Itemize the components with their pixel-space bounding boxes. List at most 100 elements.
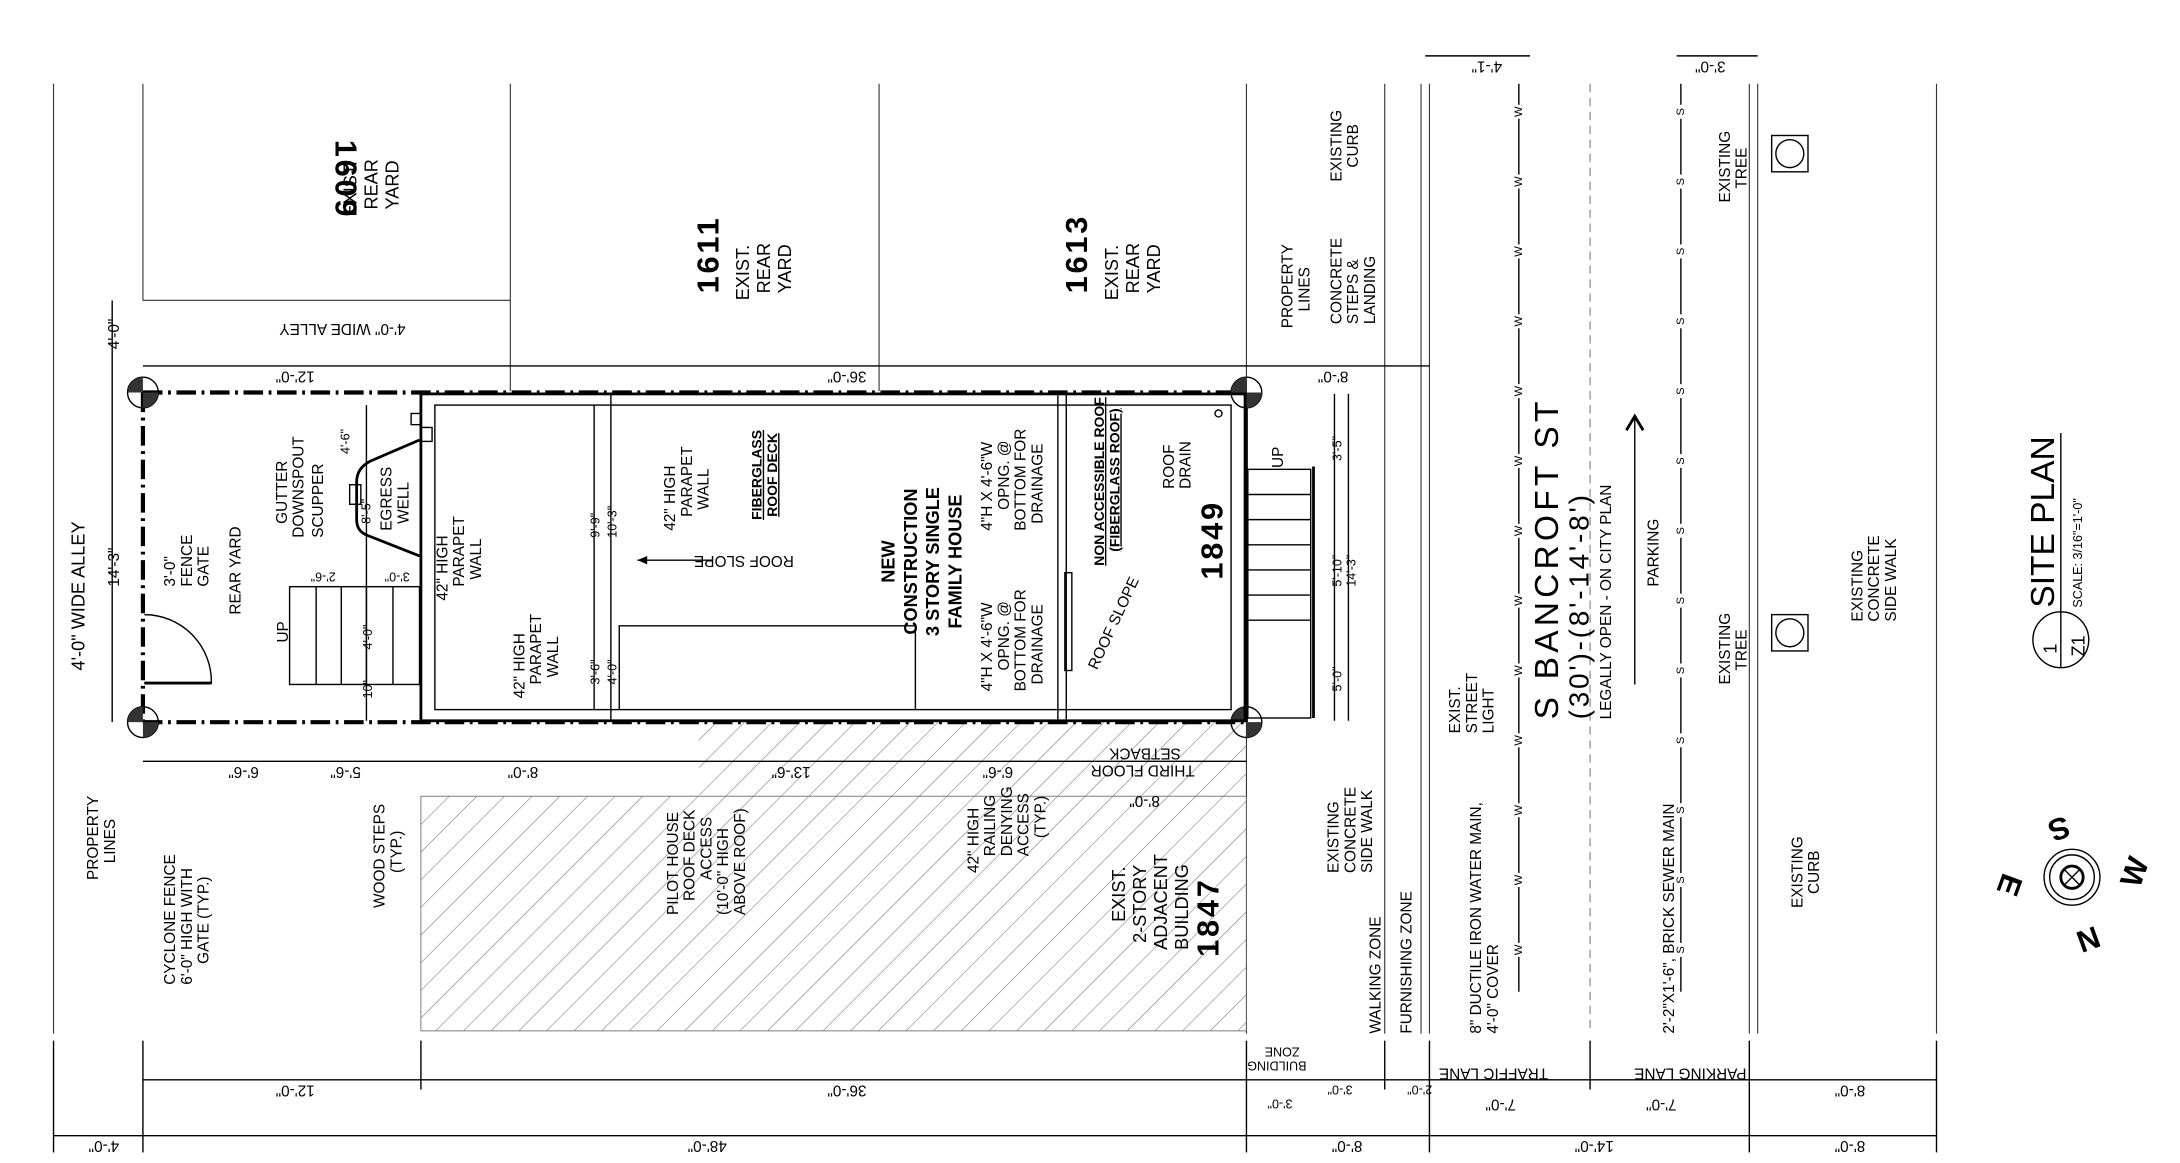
- sewer-line-symbol: S: [1675, 806, 1687, 813]
- roof-slope-diagonal-label: ROOF SLOPE: [1085, 574, 1143, 672]
- house-title: NEW CONSTRUCTION 3 STORY SINGLE FAMILY H…: [878, 487, 965, 636]
- svg-text:SIDE WALK: SIDE WALK: [1359, 789, 1376, 873]
- front-concrete-steps: [1247, 466, 1315, 719]
- water-line-symbol: W: [1513, 455, 1525, 466]
- bottom-extension-lines: [52, 1040, 1938, 1153]
- wood-steps-callout: WOOD STEPS (TYP.): [372, 804, 406, 908]
- sewer-line-symbol: S: [1675, 876, 1687, 883]
- svg-text:REAR YARD: REAR YARD: [228, 526, 245, 614]
- svg-text:FIBERGLASS: FIBERGLASS: [749, 430, 765, 520]
- svg-text:LEGALLY OPEN - ON CITY PLAN: LEGALLY OPEN - ON CITY PLAN: [1598, 485, 1615, 720]
- egress-well-label: EGRESS WELL: [379, 467, 413, 531]
- page-title: SITE PLAN: [2025, 436, 2062, 607]
- svg-text:GATE (TYP.): GATE (TYP.): [196, 876, 213, 963]
- svg-text:42" HIGH: 42" HIGH: [965, 808, 982, 873]
- svg-text:1: 1: [2041, 644, 2061, 654]
- existing-curb-callout: EXISTING CURB: [1789, 836, 1823, 908]
- svg-text:DRAINAGE: DRAINAGE: [1030, 604, 1047, 684]
- svg-text:SIDE WALK: SIDE WALK: [1883, 538, 1900, 622]
- svg-text:ROOF: ROOF: [1161, 445, 1178, 489]
- water-line-symbol: W: [1513, 525, 1525, 536]
- svg-text:DOWNSPOUT: DOWNSPOUT: [291, 436, 308, 538]
- svg-text:3 STORY SINGLE: 3 STORY SINGLE: [923, 487, 943, 636]
- sewer-line-symbol: S: [1675, 387, 1687, 394]
- svg-text:FENCE: FENCE: [179, 535, 196, 587]
- svg-text:DENYING: DENYING: [999, 786, 1016, 856]
- svg-text:EXISTING: EXISTING: [1789, 836, 1806, 908]
- drainage-opening-label: 4"H X 4'-6"W OPNG. @ BOTTOM FOR DRAINAGE: [979, 429, 1046, 531]
- site-plan-title-block: 1 Z1 SITE PLAN SCALE: 3/16"=1'-0": [2025, 433, 2090, 669]
- parking-direction: PARKING: [1625, 413, 1663, 685]
- svg-text:TREE: TREE: [1734, 630, 1751, 671]
- svg-text:8'-0": 8'-0": [508, 763, 539, 780]
- svg-text:10": 10": [361, 680, 375, 698]
- svg-text:RAILING: RAILING: [982, 795, 999, 856]
- water-line-symbol: W: [1513, 246, 1525, 257]
- svg-text:ZONE: ZONE: [1265, 1045, 1300, 1059]
- water-line-symbol: W: [1513, 385, 1525, 396]
- svg-text:WALL: WALL: [545, 636, 562, 678]
- svg-text:EXIST.: EXIST.: [341, 161, 361, 216]
- alley-top-label: 4'-0" WIDE ALLEY: [279, 320, 405, 337]
- lot-1613-label: 1613 EXIST. REAR YARD: [1059, 214, 1164, 300]
- existing-tree-icon: [1770, 134, 1809, 173]
- svg-text:SETBACK: SETBACK: [1108, 745, 1180, 762]
- front-steps-up-label: UP: [1270, 447, 1287, 468]
- svg-text:NON ACCESSIBLE ROOF: NON ACCESSIBLE ROOF: [1091, 397, 1107, 566]
- water-line-symbol: W: [1513, 735, 1525, 746]
- svg-text:ACCESS: ACCESS: [698, 817, 715, 880]
- svg-text:8'-0": 8'-0": [1318, 368, 1349, 385]
- svg-text:4"H X 4'-6"W: 4"H X 4'-6"W: [979, 602, 996, 691]
- svg-text:WALL: WALL: [696, 468, 713, 510]
- svg-text:EXISTING: EXISTING: [1717, 613, 1734, 685]
- svg-text:NEW: NEW: [878, 540, 898, 583]
- water-line-symbol: W: [1513, 874, 1525, 885]
- svg-text:ABOVE ROOF): ABOVE ROOF): [732, 808, 749, 915]
- existing-curb-callout: EXISTING CURB: [1328, 110, 1362, 182]
- svg-text:6'-0" HIGH WITH: 6'-0" HIGH WITH: [179, 868, 196, 985]
- svg-text:TRAFFIC LANE: TRAFFIC LANE: [1439, 1065, 1548, 1082]
- pilot-house-callout: PILOT HOUSE ROOF DECK ACCESS (10'-0" HIG…: [665, 808, 749, 915]
- sewer-line-symbol: S: [1675, 597, 1687, 604]
- svg-text:7'-0": 7'-0": [1646, 1095, 1677, 1112]
- walking-zone-label: WALKING ZONE: [1368, 916, 1385, 1033]
- parapet-wall-label: 42" HIGH PARAPET WALL: [511, 613, 562, 698]
- svg-text:EXIST.: EXIST.: [1447, 686, 1464, 733]
- concrete-steps-callout: CONCRETE STEPS & LANDING: [1328, 238, 1379, 324]
- street-name-label: S BANCROFT ST (30')-(8'-14'-8') LEGALLY …: [1529, 397, 1615, 719]
- svg-text:CONCRETE: CONCRETE: [1328, 238, 1345, 324]
- svg-text:9'-9": 9'-9": [589, 513, 603, 538]
- fence-gate-label: 3'-0" FENCE GATE: [162, 535, 213, 587]
- svg-text:3'-0": 3'-0": [1268, 1096, 1293, 1110]
- svg-text:YARD: YARD: [383, 160, 403, 209]
- svg-text:4'-0" COVER: 4'-0" COVER: [1485, 944, 1502, 1033]
- existing-tree-label: EXISTING TREE: [1717, 131, 1751, 203]
- sewer-line-symbol: S: [1675, 248, 1687, 255]
- rear-yard-label: REAR YARD: [228, 526, 245, 614]
- svg-text:ROOF SLOPE: ROOF SLOPE: [694, 552, 794, 569]
- water-main-label: 8" DUCTILE IRON WATER MAIN, 4'-0" COVER: [1468, 802, 1502, 1034]
- scale-label: SCALE: 3/16"=1'-0": [2071, 498, 2085, 607]
- sewer-line-symbol: S: [1675, 178, 1687, 185]
- svg-text:2-STORY: 2-STORY: [1130, 865, 1150, 943]
- svg-text:3'-0": 3'-0": [385, 570, 410, 584]
- svg-text:1849: 1849: [1195, 500, 1230, 580]
- svg-text:PARAPET: PARAPET: [451, 516, 468, 587]
- far-sidewalk-label: EXISTING CONCRETE SIDE WALK: [1849, 535, 1900, 621]
- water-line-symbol: W: [1513, 316, 1525, 327]
- svg-text:1847: 1847: [1191, 877, 1226, 957]
- svg-text:CYCLONE FENCE: CYCLONE FENCE: [162, 854, 179, 985]
- sewer-line-symbol: S: [1675, 946, 1687, 953]
- furnishing-zone-label: FURNISHING ZONE: [1398, 891, 1415, 1034]
- water-line-symbol: W: [1513, 665, 1525, 676]
- compass-north-label: N: [2072, 918, 2107, 959]
- svg-text:CONSTRUCTION: CONSTRUCTION: [901, 488, 921, 634]
- sewer-main-label: 2'-2"X1'-6", BRICK SEWER MAIN: [1661, 804, 1678, 1034]
- svg-text:14'-0": 14'-0": [1575, 1137, 1614, 1154]
- svg-text:ROOF DECK: ROOF DECK: [682, 809, 699, 901]
- svg-text:48'-0": 48'-0": [688, 1137, 727, 1154]
- lot-1609-desc: EXIST. REAR YARD: [341, 159, 403, 216]
- svg-text:CURB: CURB: [1806, 850, 1823, 894]
- svg-text:4'-6": 4'-6": [339, 429, 353, 454]
